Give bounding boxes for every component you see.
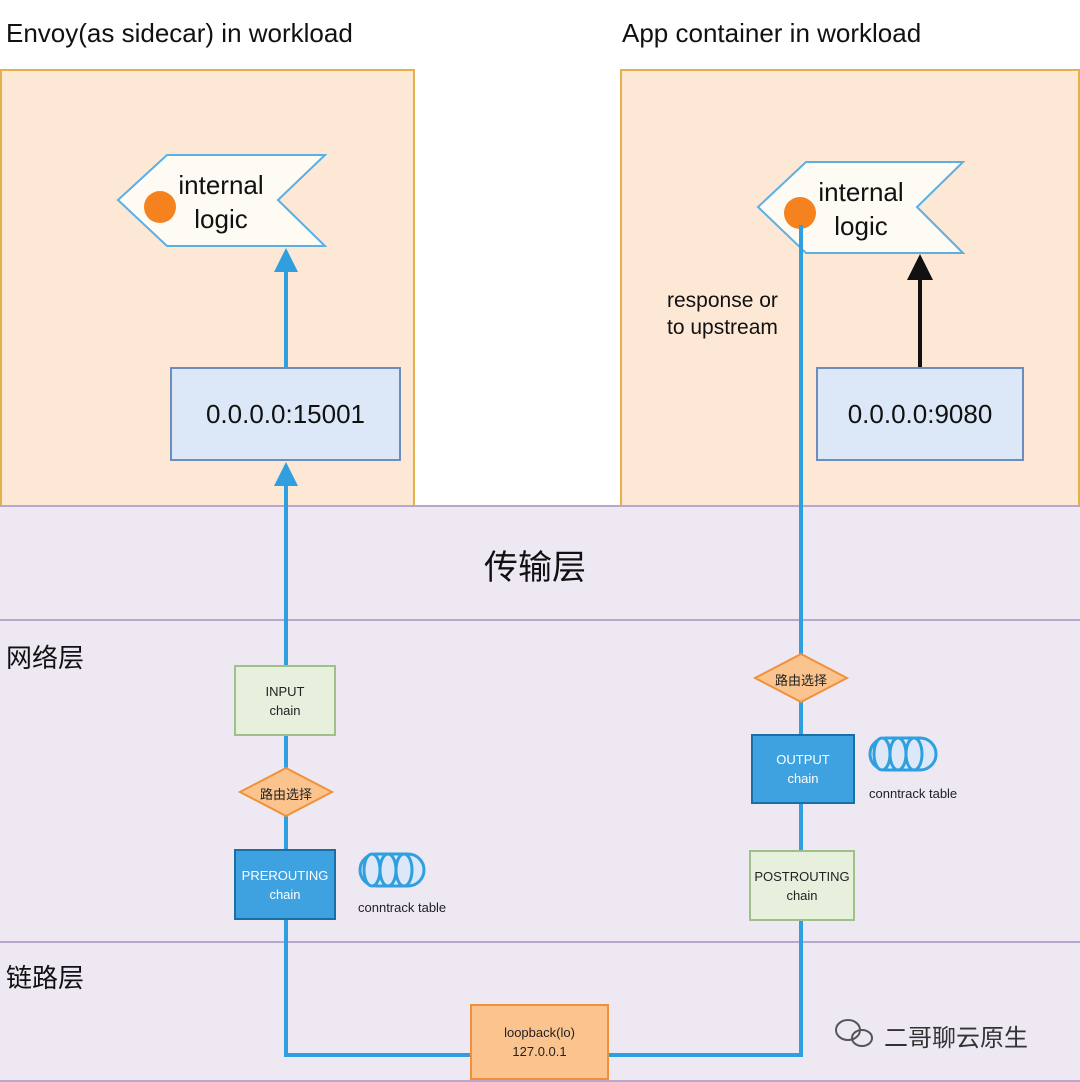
response-note-line2: to upstream xyxy=(667,316,778,339)
input-chain-box: INPUT chain xyxy=(234,665,336,736)
loopback-line2: 127.0.0.1 xyxy=(512,1044,567,1059)
app-black-arrowhead xyxy=(907,254,933,280)
envoy-logic-line2: logic xyxy=(194,204,248,234)
prerouting-chain-line2: chain xyxy=(269,886,301,902)
watermark-text: 二哥聊云原生 xyxy=(884,1024,1028,1052)
postrouting-chain-box: POSTROUTING chain xyxy=(749,850,855,921)
envoy-panel-title: Envoy(as sidecar) in workload xyxy=(6,18,353,48)
left-route-diamond xyxy=(237,766,335,818)
postrouting-chain-line2: chain xyxy=(786,887,818,903)
envoy-listener-box: 0.0.0.0:15001 xyxy=(170,367,401,461)
prerouting-chain-box: PREROUTING chain xyxy=(234,849,336,920)
right-conntrack-icon xyxy=(868,736,938,772)
input-chain-line1: INPUT xyxy=(265,683,305,699)
transport-layer-band xyxy=(0,505,1080,621)
arrowhead-up-logic xyxy=(274,248,298,272)
app-logic-line1: internal xyxy=(818,177,904,207)
transport-layer-label: 传输层 xyxy=(484,548,586,588)
loopback-line1: loopback(lo) xyxy=(504,1025,575,1040)
left-route-label: 路由选择 xyxy=(260,788,313,803)
link-layer-label: 链路层 xyxy=(6,964,85,994)
flow-path xyxy=(284,225,803,1057)
right-conntrack-label: conntrack table xyxy=(869,786,958,801)
response-note-line1: response or xyxy=(667,289,778,312)
app-logic-line2: logic xyxy=(834,211,888,241)
prerouting-chain-line1: PREROUTING xyxy=(241,867,329,883)
input-chain-line2: chain xyxy=(269,702,301,718)
right-route-label: 路由选择 xyxy=(775,674,828,689)
app-listener-box: 0.0.0.0:9080 xyxy=(816,367,1024,461)
left-conntrack-icon xyxy=(358,852,426,888)
envoy-logic-line1: internal xyxy=(178,170,264,200)
wechat-icon xyxy=(835,1019,873,1047)
app-internal-logic-shape xyxy=(756,161,966,254)
network-layer-label: 网络层 xyxy=(6,644,85,674)
envoy-internal-logic-text: internal logic xyxy=(166,168,276,236)
output-chain-line1: OUTPUT xyxy=(776,752,830,767)
envoy-logic-dot xyxy=(144,191,176,223)
response-note: response or to upstream xyxy=(667,287,778,341)
arrowhead-up-listener xyxy=(274,462,298,486)
right-route-diamond xyxy=(752,652,850,704)
postrouting-chain-line1: POSTROUTING xyxy=(754,868,850,884)
app-panel-title: App container in workload xyxy=(622,18,922,48)
app-internal-logic-text: internal logic xyxy=(806,175,916,243)
output-chain-line2: chain xyxy=(787,771,819,786)
network-layer-band xyxy=(0,619,1080,943)
envoy-internal-logic-shape xyxy=(116,154,328,247)
loopback-box: loopback(lo) 127.0.0.1 xyxy=(470,1004,609,1080)
output-chain-box: OUTPUT chain xyxy=(751,734,855,804)
left-conntrack-label: conntrack table xyxy=(358,900,447,915)
app-logic-dot xyxy=(784,197,816,229)
